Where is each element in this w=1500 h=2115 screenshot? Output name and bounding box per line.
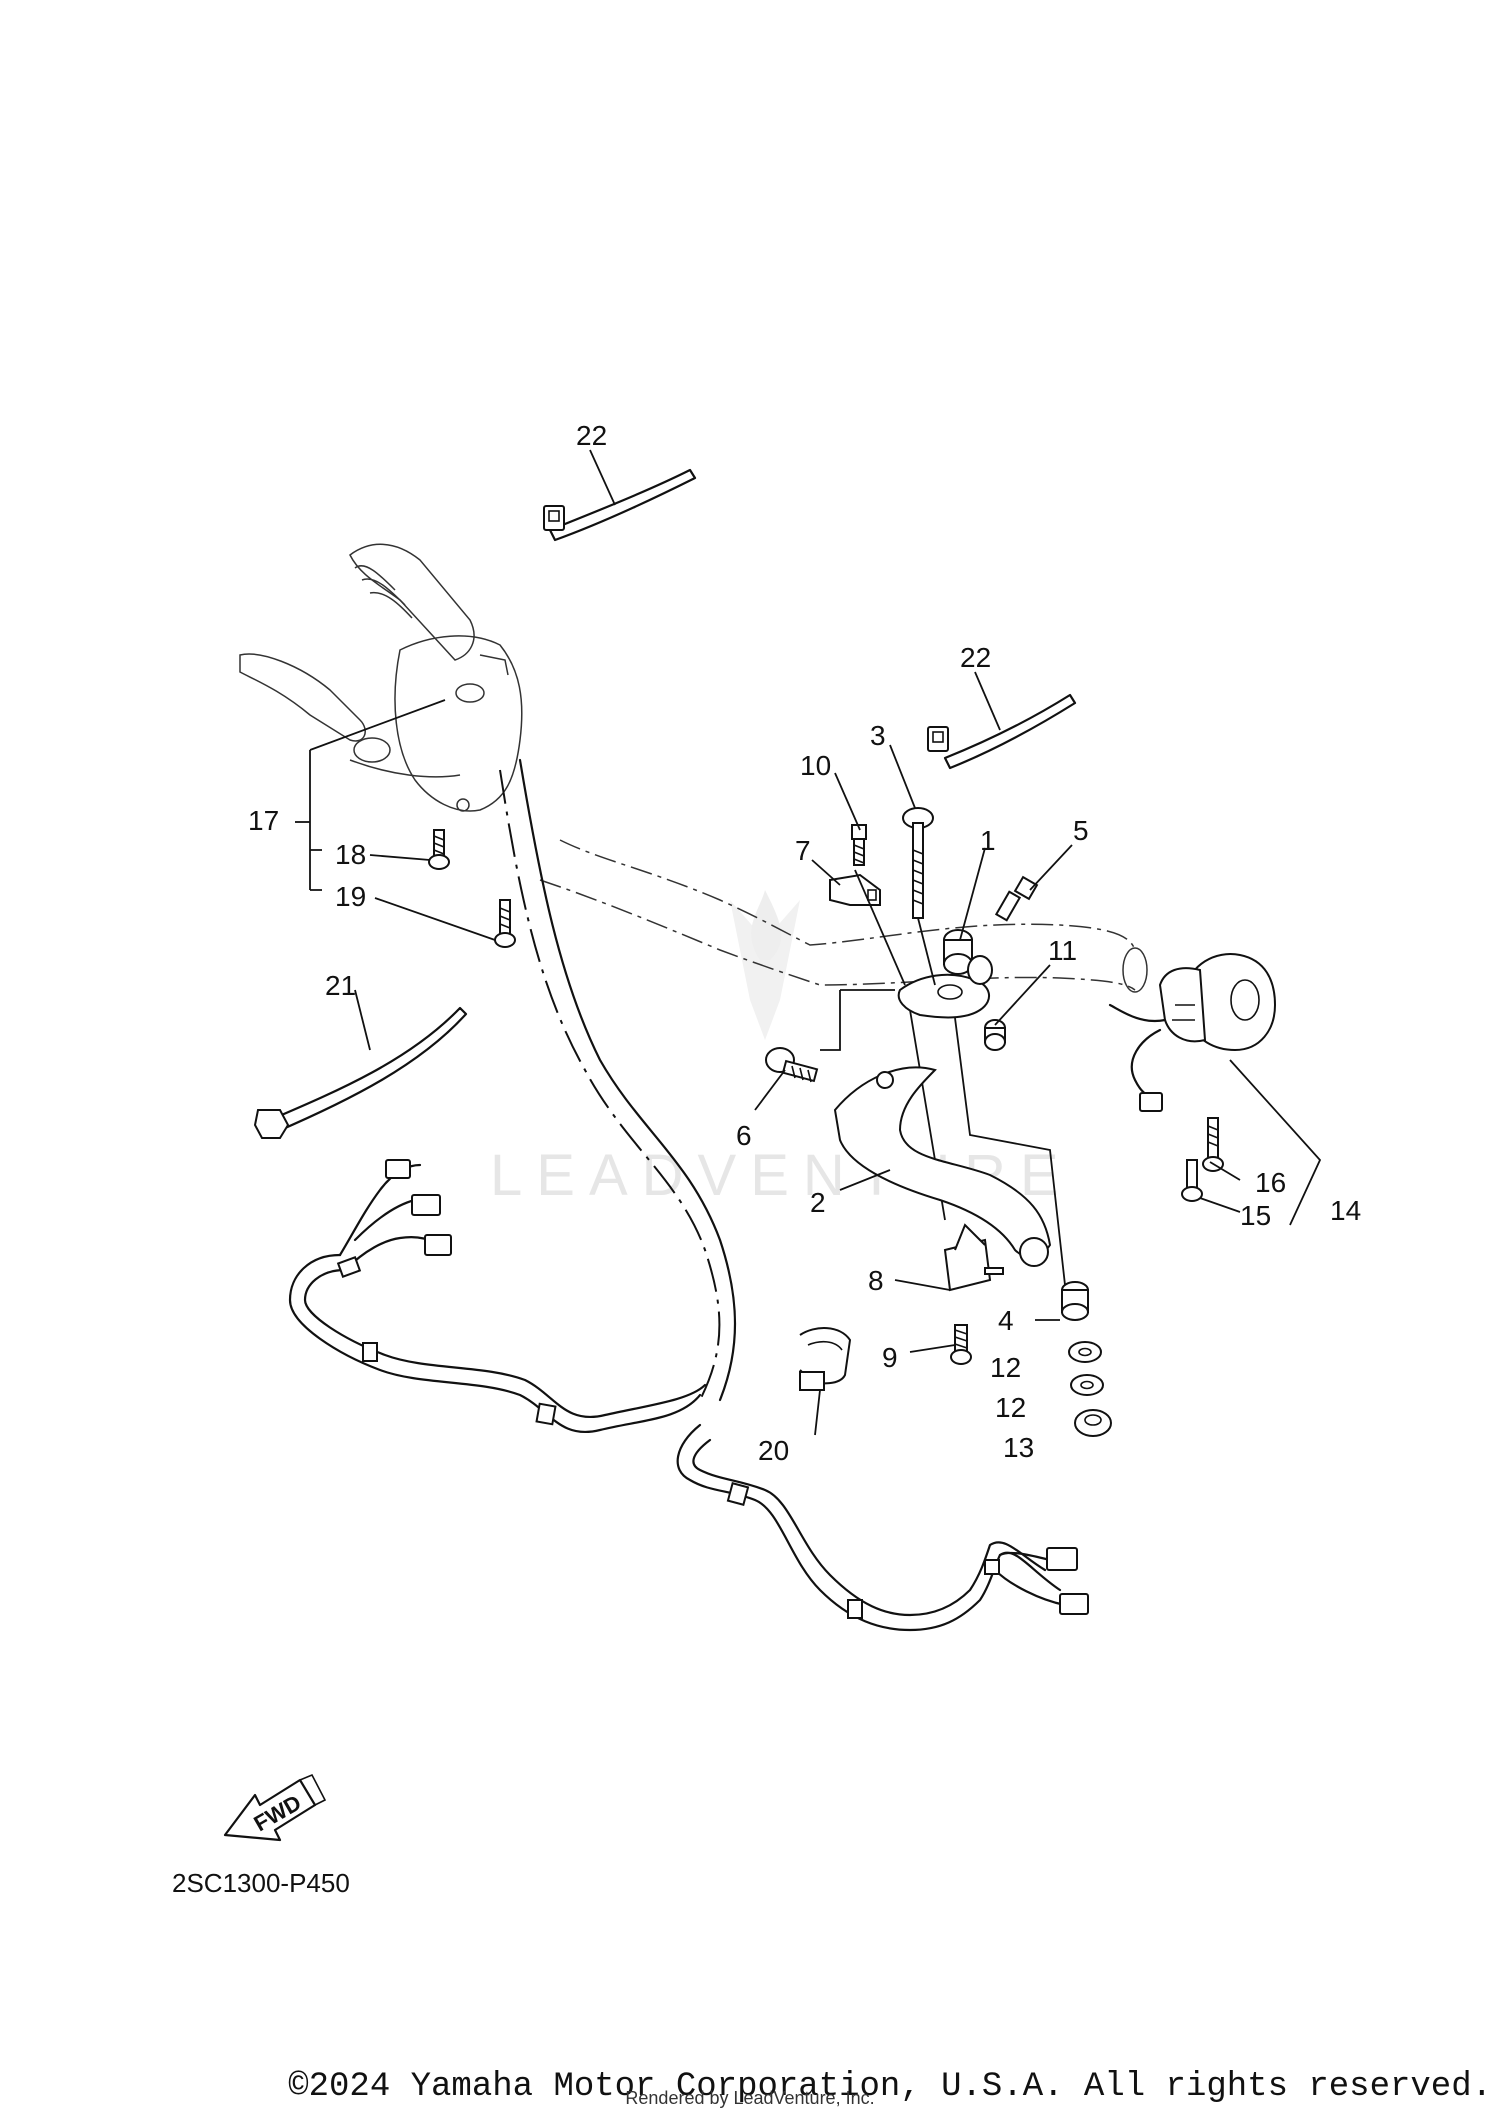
label-part-18: 18	[335, 839, 366, 870]
label-part-20: 20	[758, 1435, 789, 1466]
label-part-8: 8	[868, 1265, 884, 1296]
label-part-19: 19	[335, 881, 366, 912]
connector	[411, 1194, 441, 1216]
collar-4	[1061, 1281, 1089, 1321]
label-part-21: 21	[325, 970, 356, 1001]
right-harness	[676, 1423, 1089, 1632]
cable-tie-21	[253, 989, 468, 1139]
handlebar	[239, 543, 1148, 993]
label-part-6: 6	[736, 1120, 752, 1151]
lever-2	[833, 1066, 1052, 1267]
fwd-arrow: FWD	[223, 1773, 327, 1842]
label-part-4: 4	[998, 1305, 1014, 1336]
screw-9	[950, 1324, 972, 1365]
nut-13	[1074, 1409, 1112, 1437]
connector	[1059, 1593, 1089, 1615]
left-harness	[288, 1159, 707, 1433]
label-part-13: 13	[1003, 1432, 1034, 1463]
label-part-12a: 12	[990, 1352, 1021, 1383]
copyright: ©2024 Yamaha Motor Corporation, U.S.A. A…	[288, 2068, 1492, 2106]
label-part-22a: 22	[576, 420, 607, 451]
label-part-14: 14	[1330, 1195, 1361, 1226]
washer-12b	[1070, 1374, 1104, 1396]
cable-tie-22-middle	[927, 671, 1077, 770]
label-part-10: 10	[800, 750, 831, 781]
label-part-16: 16	[1255, 1167, 1286, 1198]
part-labels: 22 22 3 10 1 5 7 11 17 18 19 21 6 2 16 1…	[248, 420, 1361, 1466]
clamp-20	[799, 1327, 852, 1391]
label-part-17: 17	[248, 805, 279, 836]
handlebar-switch-14	[1108, 953, 1322, 1226]
diagram-code: 2SC1300-P450	[172, 1868, 350, 1898]
label-part-2: 2	[810, 1187, 826, 1218]
label-part-3: 3	[870, 720, 886, 751]
label-part-12b: 12	[995, 1392, 1026, 1423]
left-cable	[499, 758, 737, 1402]
label-part-7: 7	[795, 835, 811, 866]
cable-tie-22-top	[543, 449, 697, 542]
label-part-11: 11	[1048, 935, 1077, 966]
leader-lines	[754, 744, 1073, 1436]
connector	[385, 1159, 411, 1179]
label-part-9: 9	[882, 1342, 898, 1373]
connector	[424, 1234, 452, 1256]
bracket-17	[295, 699, 496, 941]
bolt-18	[428, 829, 450, 870]
switch-8	[943, 1223, 1004, 1292]
label-part-5: 5	[1073, 815, 1089, 846]
label-part-15: 15	[1240, 1200, 1271, 1231]
label-part-22b: 22	[960, 642, 991, 673]
label-part-1: 1	[980, 825, 996, 856]
rendered-by: Rendered by LeadVenture, Inc.	[625, 2088, 875, 2108]
connector	[1046, 1547, 1078, 1571]
bolt-19	[494, 899, 516, 948]
washer-12a	[1068, 1341, 1102, 1363]
